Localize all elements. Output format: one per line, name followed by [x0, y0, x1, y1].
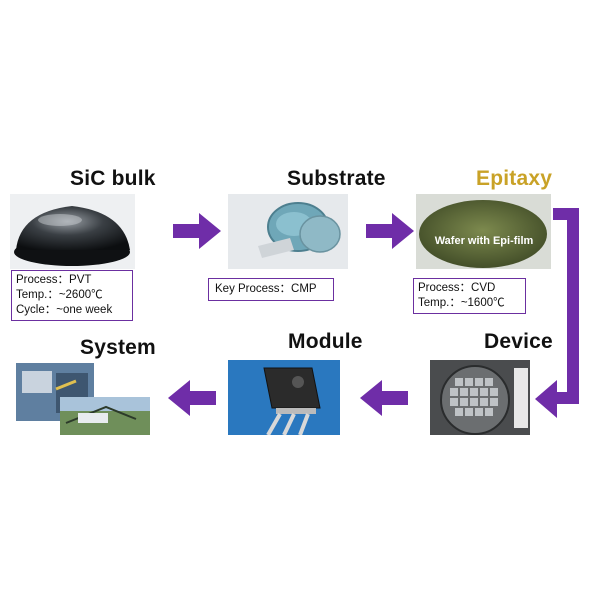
arrow-down-left-icon [535, 208, 585, 418]
arrow-left-icon [168, 380, 216, 416]
sic-bulk-info-box: Process：PVT Temp.：~2600℃ Cycle：~one week [11, 270, 133, 321]
epitaxy-process: Process：CVD [418, 282, 496, 294]
epitaxy-photo-caption: Wafer with Epi-film [434, 235, 534, 247]
module-image [228, 360, 340, 435]
sic-bulk-process: Process：PVT [16, 274, 92, 286]
device-title: Device [484, 330, 553, 353]
epitaxy-temp: Temp.：~1600℃ [418, 297, 505, 309]
substrate-title: Substrate [287, 167, 386, 190]
module-title: Module [288, 330, 363, 353]
epitaxy-title: Epitaxy [476, 167, 553, 190]
substrate-image [228, 194, 348, 269]
system-image [16, 363, 150, 435]
substrate-key-process: Key Process：CMP [215, 283, 317, 295]
arrow-right-icon [366, 213, 414, 249]
sic-bulk-image [10, 194, 135, 269]
arrow-left-icon [360, 380, 408, 416]
substrate-info-box: Key Process：CMP [208, 278, 334, 301]
arrow-right-icon [173, 213, 221, 249]
sic-bulk-title: SiC bulk [70, 167, 156, 190]
sic-bulk-temp: Temp.：~2600℃ [16, 289, 103, 301]
sic-bulk-cycle: Cycle：~one week [16, 304, 113, 316]
device-image [430, 360, 530, 435]
system-title: System [80, 336, 156, 359]
epitaxy-image: Wafer with Epi-film [416, 194, 551, 269]
epitaxy-info-box: Process：CVD Temp.：~1600℃ [413, 278, 526, 314]
